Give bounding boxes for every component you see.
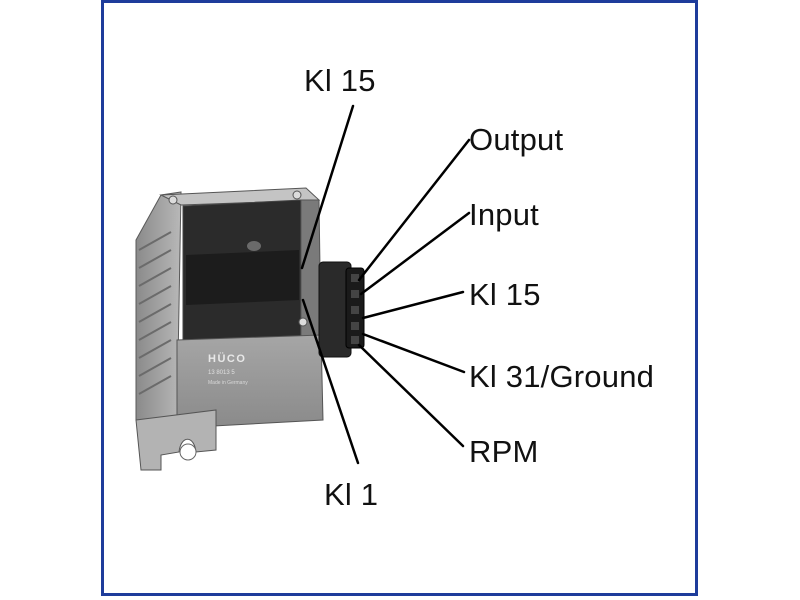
mounting-hole — [179, 443, 197, 461]
label-kl1: Kl 1 — [324, 477, 379, 512]
label-kl31-ground: Kl 31/Ground — [469, 359, 655, 394]
mounting-tab — [135, 409, 217, 471]
heat-sink-fins — [135, 191, 182, 436]
screw-mid-right — [298, 317, 308, 327]
leader-rpm — [357, 343, 465, 448]
leader-kl31-ground — [361, 332, 466, 374]
screw-top-right — [292, 190, 302, 200]
leader-output — [357, 138, 471, 282]
label-input: Input — [469, 197, 539, 232]
connector-plug — [318, 261, 365, 358]
label-rpm: RPM — [469, 434, 539, 469]
cavity-floor — [186, 250, 299, 305]
fin-lines — [138, 231, 172, 395]
cavity-post — [247, 241, 261, 251]
label-kl15-top: Kl 15 — [304, 63, 376, 98]
leader-lines — [300, 104, 471, 465]
housing-front-face — [176, 334, 324, 429]
screw-top-left — [168, 195, 178, 205]
device-brand: HÜCO — [208, 352, 246, 365]
label-output: Output — [469, 122, 564, 157]
ignition-control-module — [135, 187, 365, 471]
ignition-module-diagram: HÜCO 13 8013 5 Made in Germany — [135, 104, 471, 471]
device-origin: Made in Germany — [208, 380, 248, 386]
leader-kl15-top — [300, 104, 355, 270]
diagram-frame: HÜCO 13 8013 5 Made in Germany Kl 15 Out… — [101, 0, 698, 596]
label-kl15-right: Kl 15 — [469, 277, 541, 312]
leader-kl15-right — [361, 290, 465, 320]
leader-input — [359, 211, 471, 296]
device-part-number: 13 8013 5 — [208, 370, 235, 376]
leader-kl1 — [301, 298, 360, 465]
